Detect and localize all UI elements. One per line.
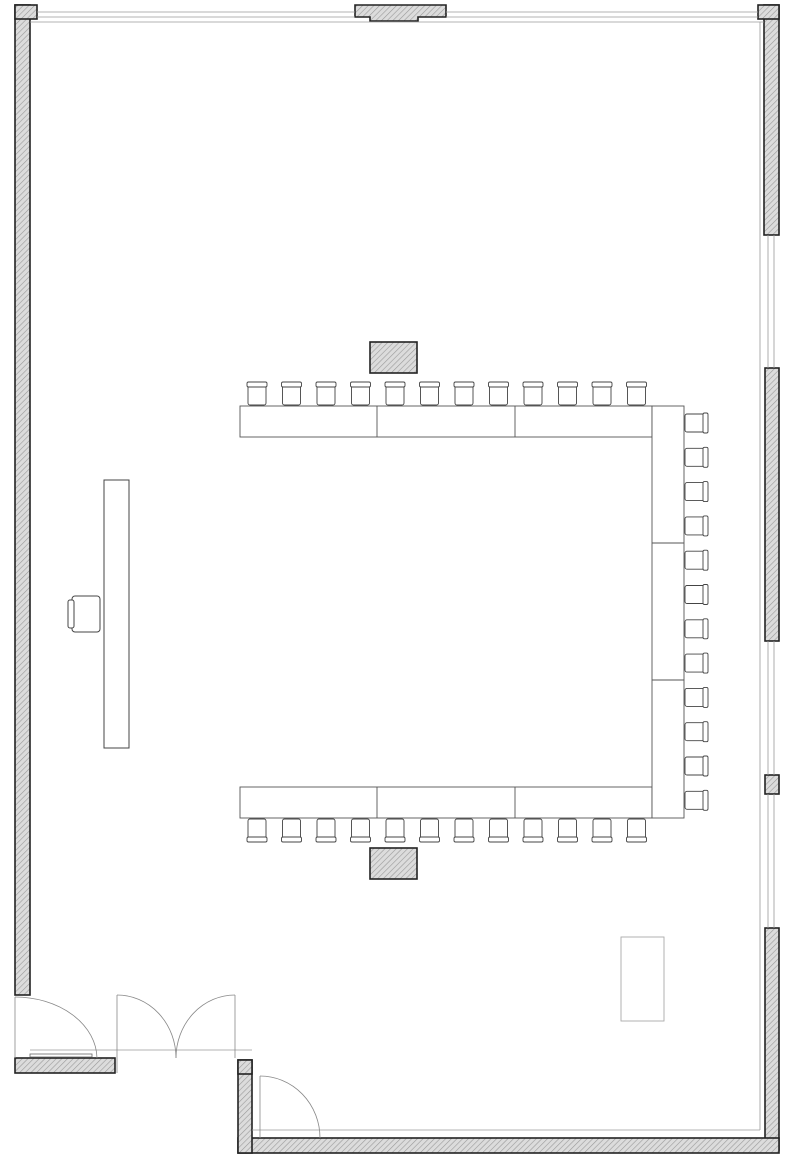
chair-top-6 bbox=[419, 381, 440, 406]
wall-left bbox=[14, 4, 31, 996]
chair-top-3 bbox=[315, 381, 337, 406]
wall-top-left-corner bbox=[14, 4, 38, 20]
chair-bottom-6 bbox=[419, 818, 440, 843]
chair-bottom-12 bbox=[626, 818, 647, 843]
chairs bbox=[246, 381, 709, 843]
presenter-desk bbox=[103, 479, 130, 749]
column-top bbox=[369, 341, 418, 374]
chair-right-10 bbox=[684, 721, 709, 743]
chair-right-6 bbox=[684, 584, 709, 605]
chair-right-1 bbox=[684, 412, 709, 434]
chair-top-12 bbox=[626, 381, 647, 406]
chair-right-2 bbox=[684, 446, 709, 468]
column-bottom bbox=[369, 847, 418, 880]
chair-bottom-11 bbox=[591, 818, 613, 843]
table-right bbox=[651, 405, 685, 819]
chair-top-9 bbox=[522, 381, 544, 406]
chair-bottom-1 bbox=[246, 818, 268, 843]
chair-top-10 bbox=[557, 381, 578, 406]
wall-right-upper bbox=[763, 4, 780, 236]
window-lines bbox=[30, 11, 775, 1131]
chair-right-3 bbox=[684, 481, 709, 503]
table-top bbox=[239, 405, 653, 438]
wall-bottom-right bbox=[237, 1137, 780, 1154]
door-swing-double-left bbox=[116, 994, 177, 1059]
chair-bottom-2 bbox=[281, 818, 302, 843]
doors bbox=[14, 994, 321, 1139]
door-swing-left bbox=[14, 996, 98, 1059]
chair-right-12 bbox=[684, 789, 709, 811]
chair-bottom-5 bbox=[384, 818, 406, 843]
chair-bottom-10 bbox=[557, 818, 578, 843]
chair-bottom-8 bbox=[488, 818, 509, 843]
chair-right-7 bbox=[684, 618, 709, 640]
presenter-chair bbox=[67, 595, 101, 633]
wall-top-header bbox=[354, 4, 447, 22]
door-swing-double-right bbox=[175, 994, 236, 1059]
chair-bottom-4 bbox=[350, 818, 371, 843]
wall-bottom-left bbox=[14, 1057, 116, 1074]
wall-step-corner bbox=[237, 1059, 253, 1075]
chair-right-8 bbox=[684, 652, 709, 674]
chair-bottom-7 bbox=[453, 818, 475, 843]
chair-top-4 bbox=[350, 381, 371, 406]
presenter-area bbox=[67, 479, 130, 749]
chair-bottom-9 bbox=[522, 818, 544, 843]
wall-right-pillar-1 bbox=[764, 367, 780, 642]
wall-right-pillar-2 bbox=[764, 774, 780, 795]
chair-top-11 bbox=[591, 381, 613, 406]
wall-top-right-corner bbox=[757, 4, 780, 20]
side-table bbox=[620, 936, 665, 1022]
table-bottom bbox=[239, 786, 653, 819]
chair-top-5 bbox=[384, 381, 406, 406]
chair-right-5 bbox=[684, 549, 709, 571]
chair-top-8 bbox=[488, 381, 509, 406]
door-swing-bottom bbox=[259, 1075, 321, 1139]
chair-top-1 bbox=[246, 381, 268, 406]
wall-right-lower bbox=[764, 927, 780, 1151]
u-tables bbox=[239, 405, 685, 819]
walls bbox=[14, 4, 780, 1154]
chair-top-2 bbox=[281, 381, 302, 406]
chair-bottom-3 bbox=[315, 818, 337, 843]
chair-top-7 bbox=[453, 381, 475, 406]
chair-right-9 bbox=[684, 686, 709, 708]
chair-right-4 bbox=[684, 515, 709, 537]
chair-right-11 bbox=[684, 755, 709, 777]
